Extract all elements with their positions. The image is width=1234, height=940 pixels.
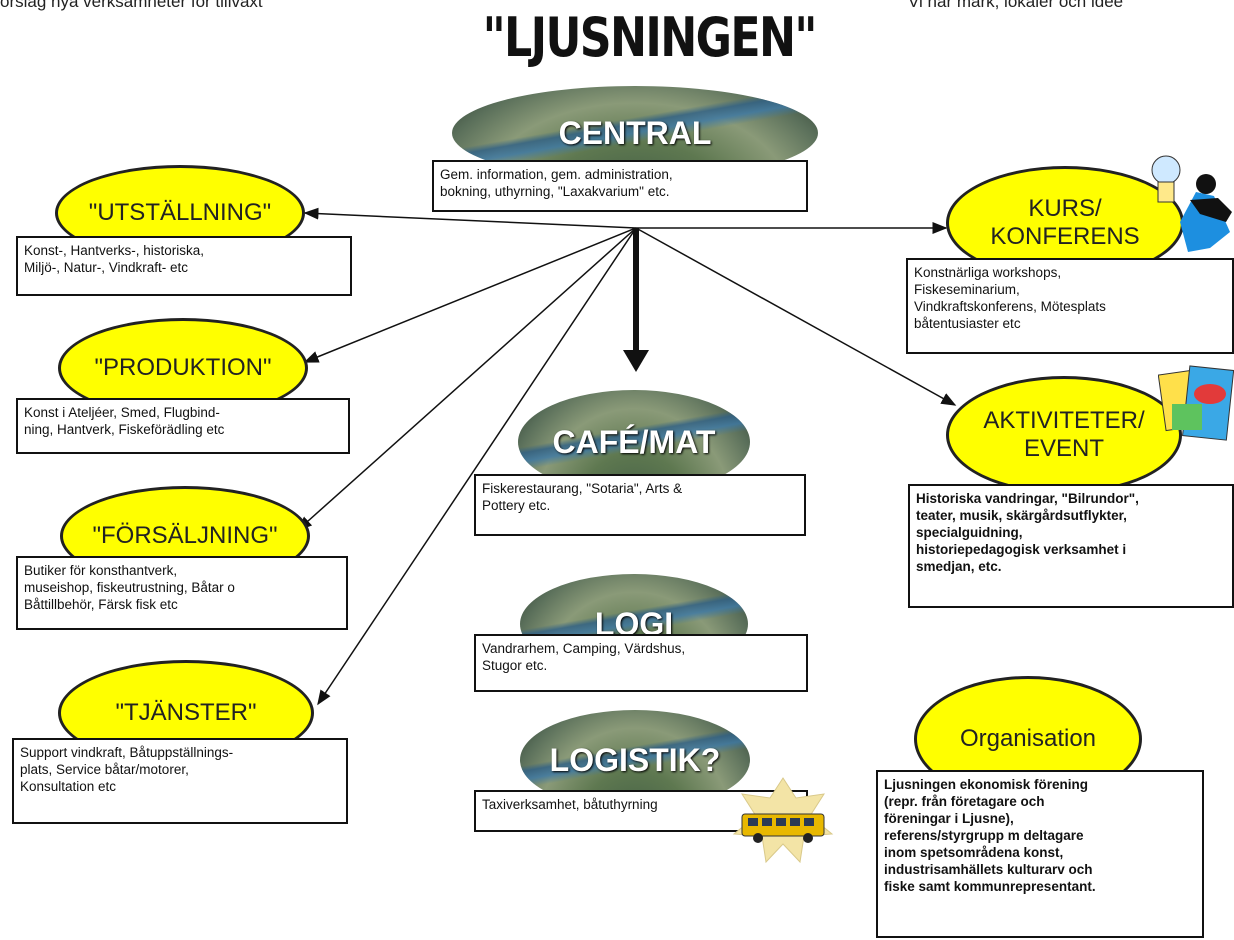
header-right-text: Vi har mark, lokaler och idée <box>908 0 1124 11</box>
box-produktion: Konst i Ateljéer, Smed, Flugbind- ning, … <box>16 398 350 454</box>
arrow-to-aktiviteter <box>635 227 957 406</box>
central-label: CENTRAL <box>558 114 712 151</box>
box-tjanster: Support vindkraft, Båtuppställnings- pla… <box>12 738 348 824</box>
box-cafe: Fiskerestaurang, "Sotaria", Arts & Potte… <box>474 474 806 536</box>
box-forsaljning: Butiker för konsthantverk, museishop, fi… <box>16 556 348 630</box>
box-kurs-konferens: Konstnärliga workshops, Fiskeseminarium,… <box>906 258 1234 354</box>
event-clipart-icon <box>1158 365 1234 441</box>
central-text-box: Gem. information, gem. administration, b… <box>432 160 808 212</box>
oval-utstallning-label: "UTSTÄLLNING" <box>88 199 272 227</box>
box-logi: Vandrarhem, Camping, Värdshus, Stugor et… <box>474 634 808 692</box>
oval-organisation-label: Organisation <box>959 725 1097 753</box>
oval-aktiviteter: AKTIVITETER/ EVENT <box>946 376 1182 494</box>
arrow-head-cafe <box>623 350 649 372</box>
arrow-to-tjanster <box>317 227 637 706</box>
oval-kurs-label: KURS/ KONFERENS <box>990 195 1140 250</box>
cafe-label: CAFÉ/MAT <box>552 423 716 460</box>
arrow-to-produktion <box>303 227 637 363</box>
box-aktiviteter: Historiska vandringar, "Bilrundor", teat… <box>908 484 1234 608</box>
oval-forsaljning-label: "FÖRSÄLJNING" <box>92 522 278 550</box>
oval-aktiviteter-label: AKTIVITETER/ EVENT <box>983 407 1145 462</box>
arrow-to-forsaljning <box>296 227 637 531</box>
presenter-clipart-icon <box>1151 155 1232 252</box>
bus-clipart-icon <box>732 777 834 864</box>
box-utstallning: Konst-, Hantverks-, historiska, Miljö-, … <box>16 236 352 296</box>
header-left-text: örslag nya verksamheter för tillväxt <box>0 0 263 11</box>
arrow-to-utstallning <box>303 207 637 229</box>
logistik-label: LOGISTIK? <box>549 741 721 778</box>
oval-produktion-label: "PRODUKTION" <box>94 354 272 382</box>
box-organisation: Ljusningen ekonomisk förening (repr. frå… <box>876 770 1204 938</box>
oval-tjanster-label: "TJÄNSTER" <box>115 699 257 727</box>
